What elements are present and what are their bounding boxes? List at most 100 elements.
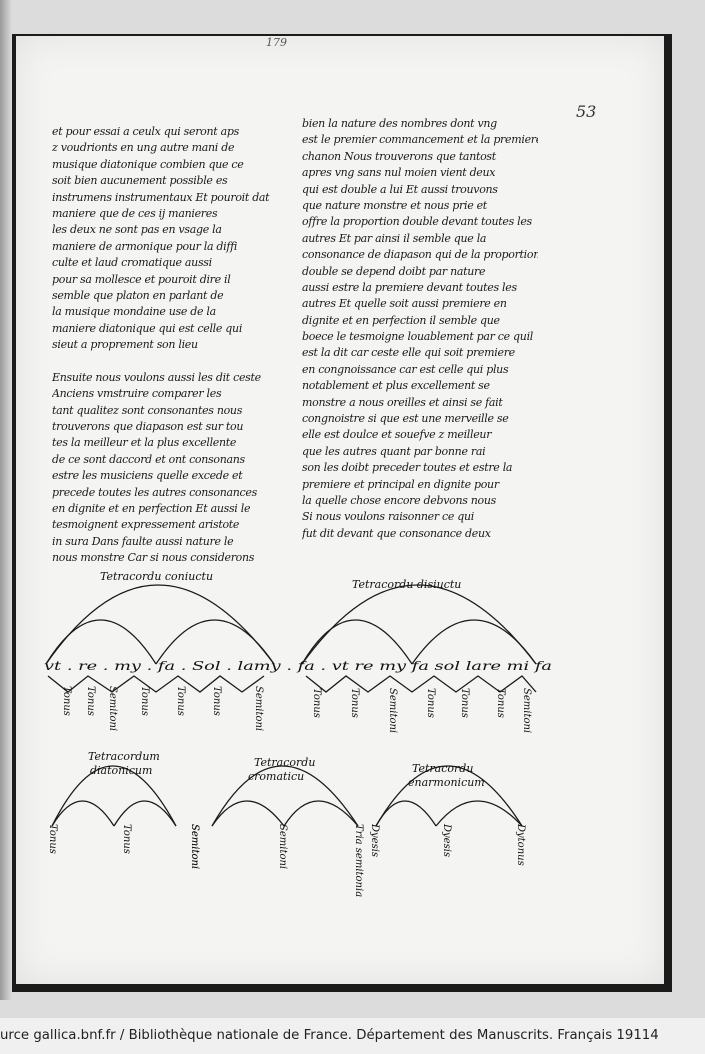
interval-label: Tonus bbox=[85, 686, 96, 716]
book-spine bbox=[0, 0, 12, 1000]
text-line: fut dit devant que consonance deux bbox=[302, 526, 491, 540]
left-text-column: et pour essai a ceulx qui seront aps z vo… bbox=[52, 124, 276, 567]
interval-label: Semitoni bbox=[107, 686, 118, 731]
interval-label: Tonus bbox=[495, 688, 506, 718]
text-line: soit bien aucunement possible es bbox=[52, 174, 228, 188]
text-line: tesmoignent expressement aristote bbox=[52, 518, 240, 532]
text-line: dignite et en perfection il semble que bbox=[302, 313, 500, 327]
text-line: maniere diatonique qui est celle qui bbox=[52, 321, 243, 335]
arc-disjunct-left bbox=[301, 619, 413, 665]
text-line: est le premier commancement et la premie… bbox=[302, 133, 538, 147]
title-chromatic-2: cromaticu bbox=[248, 770, 304, 783]
interval-label: Semitoni bbox=[387, 688, 398, 733]
zigzag-disjunct bbox=[305, 675, 537, 693]
interval-label: Tonus bbox=[61, 686, 72, 716]
arc-conjunct-right bbox=[155, 619, 275, 665]
arc-chromatic-left bbox=[211, 800, 285, 827]
arc-disjunct-right bbox=[411, 619, 537, 665]
text-line: notablement et plus excellement se bbox=[302, 379, 490, 393]
text-line: nous monstre Car si nous considerons bbox=[52, 551, 255, 565]
text-line: sieut a proprement son lieu bbox=[52, 338, 198, 352]
interval-label: Dytonus bbox=[515, 823, 526, 866]
title-chromatic-1: Tetracordu bbox=[254, 756, 315, 769]
text-line: que les autres quant par bonne rai bbox=[302, 444, 486, 458]
text-line: est la dit car ceste elle qui soit premi… bbox=[302, 346, 515, 360]
text-line: Si nous voulons raisonner ce qui bbox=[302, 510, 475, 524]
interval-label: Tonus bbox=[121, 824, 132, 854]
text-line: z voudrionts en ung autre mani de bbox=[52, 141, 235, 155]
interval-label: Dyesis bbox=[369, 823, 380, 857]
text-line: et pour essai a ceulx qui seront aps bbox=[52, 125, 239, 138]
interval-label: Tonus bbox=[459, 688, 470, 718]
text-line: la quelle chose encore debvons nous bbox=[302, 493, 497, 507]
zigzag-conjunct bbox=[47, 675, 265, 693]
arc-chromatic-outer bbox=[211, 765, 359, 827]
text-line: Ensuite nous voulons aussi les dit ceste bbox=[52, 370, 261, 384]
tetrachord-diagrams: Tetracordu coniuctu Tetracordu disiuctu … bbox=[44, 570, 552, 897]
text-line: la musique mondaine use de la bbox=[52, 305, 216, 319]
text-line: Anciens vmstruire comparer les bbox=[52, 387, 222, 401]
arc-enharmonic-outer bbox=[375, 765, 523, 827]
interval-label: Tonus bbox=[47, 824, 58, 854]
text-line: in sura Dans faulte aussi nature le bbox=[52, 534, 234, 548]
arc-diatonic-right bbox=[113, 800, 177, 827]
arc-conjunct-outer bbox=[45, 584, 275, 665]
interval-label: Semitoni bbox=[253, 686, 264, 731]
title-enharmonic-2: enarmonicum bbox=[408, 776, 485, 789]
text-line: offre la proportion double devant toutes… bbox=[302, 215, 532, 229]
interval-label: Dyesis bbox=[441, 823, 452, 857]
text-line: instrumens instrumentaux Et pouroit dat bbox=[52, 190, 270, 204]
manuscript-page: 179 53 et pour essai a ceulx qui seront … bbox=[16, 36, 664, 984]
interval-label: Tonus bbox=[139, 686, 150, 716]
text-line: monstre a nous oreilles et ainsi se fait bbox=[302, 395, 503, 409]
interval-label: Tonus bbox=[175, 686, 186, 716]
text-line: pour sa mollesce et pouroit dire il bbox=[52, 272, 231, 286]
title-enharmonic-1: Tetracordu bbox=[412, 762, 473, 775]
title-diatonic-2: diatonicum bbox=[90, 764, 152, 777]
text-line: congnoistre si que est une merveille se bbox=[302, 412, 509, 426]
text-line: en congnoissance car est celle qui plus bbox=[302, 362, 509, 376]
source-attribution: urce gallica.bnf.fr / Bibliothèque natio… bbox=[0, 1018, 705, 1054]
arc-enharmonic-right bbox=[435, 800, 523, 827]
text-line: estre les musiciens quelle excede et bbox=[52, 469, 243, 483]
title-disjunct: Tetracordu disiuctu bbox=[352, 578, 461, 591]
text-line: precede toutes les autres consonances bbox=[52, 485, 257, 499]
page-number: 53 bbox=[576, 102, 597, 121]
title-conjunct: Tetracordu coniuctu bbox=[100, 570, 213, 583]
arc-diatonic-left bbox=[51, 800, 115, 827]
interval-label: Tonus bbox=[211, 686, 222, 716]
interval-label: Semitoni bbox=[277, 824, 288, 869]
interval-label: Semitoni bbox=[521, 688, 532, 733]
text-line: autres Et par ainsi il semble que la bbox=[302, 231, 487, 245]
interval-label: Tonus bbox=[349, 688, 360, 718]
title-diatonic-1: Tetracordum bbox=[88, 750, 160, 763]
text-line: double se depend doibt par nature bbox=[302, 264, 486, 278]
text-line: bien la nature des nombres dont vng bbox=[302, 117, 497, 130]
folio-mark: 179 bbox=[266, 36, 287, 49]
text-line: autres Et quelle soit aussi premiere en bbox=[302, 297, 507, 311]
text-line: trouverons que diapason est sur tou bbox=[52, 420, 244, 434]
text-line: tes la meilleur et la plus excellente bbox=[52, 436, 237, 450]
interval-label: Tonus bbox=[425, 688, 436, 718]
text-line: qui est double a lui Et aussi trouvons bbox=[302, 182, 498, 196]
text-line: consonance de diapason qui de la proport… bbox=[302, 248, 538, 262]
text-line: boece le tesmoigne louablement par ce qu… bbox=[302, 330, 534, 344]
text-line: en dignite et en perfection Et aussi le bbox=[52, 501, 251, 515]
text-line: chanon Nous trouverons que tantost bbox=[302, 149, 496, 163]
text-line: apres vng sans nul moien vient deux bbox=[302, 166, 496, 180]
text-line: de ce sont daccord et ont consonans bbox=[52, 452, 245, 466]
arc-conjunct-left bbox=[45, 619, 157, 665]
arc-enharmonic-left bbox=[375, 800, 437, 827]
text-line: que nature monstre et nous prie et bbox=[302, 198, 487, 212]
notes-line: vt . re . my . fa . Sol . lamy . fa . vt… bbox=[44, 659, 552, 673]
text-line: son les doibt preceder toutes et estre l… bbox=[302, 461, 513, 475]
arc-chromatic-right bbox=[283, 800, 359, 827]
text-line: culte et laud cromatique aussi bbox=[52, 256, 212, 270]
right-text-column: bien la nature des nombres dont vng est l… bbox=[302, 116, 538, 542]
interval-label: Semitoni bbox=[189, 824, 200, 869]
text-line: elle est doulce et souefve z meilleur bbox=[302, 428, 492, 442]
arc-diatonic-outer bbox=[51, 765, 177, 827]
interval-label: Tria semitonia bbox=[353, 824, 364, 897]
text-line: maniere que de ces ij manieres bbox=[52, 206, 218, 220]
interval-label: Semitoni bbox=[189, 824, 200, 869]
